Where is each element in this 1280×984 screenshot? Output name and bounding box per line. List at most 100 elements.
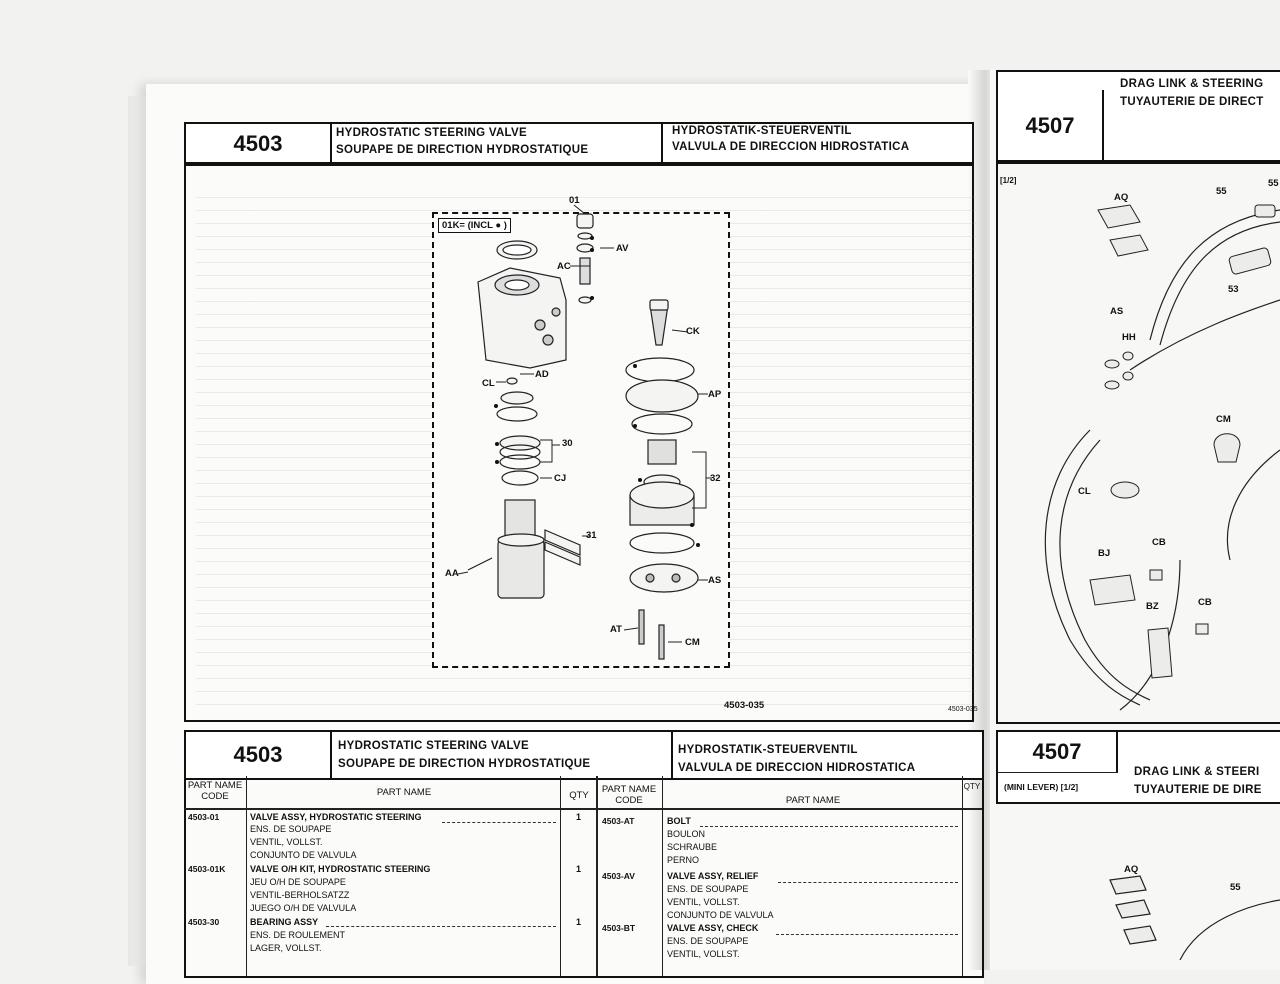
end-cap-as [629, 563, 699, 593]
col-divider [560, 776, 561, 976]
label-55: 55 [1230, 882, 1241, 893]
callout-32: 32 [710, 473, 721, 484]
label-as: AS [1110, 306, 1124, 317]
part-code: 4503-01K [188, 864, 226, 874]
label-bz: BZ [1146, 601, 1159, 612]
part-name-de: VENTIL, VOLLST. [250, 837, 323, 847]
callout-ap: AP [708, 389, 722, 400]
col-qty: QTY [569, 790, 589, 801]
callout-ac: AC [557, 261, 571, 272]
title-en: DRAG LINK & STEERING [1120, 78, 1264, 90]
label-55: 55 [1216, 186, 1227, 197]
diagram-ref: [1/2] [1000, 176, 1017, 185]
part-code: 4503-30 [188, 917, 220, 927]
table-header-rule [184, 808, 982, 810]
section-code: 4503 [186, 732, 332, 778]
label-53: 53 [1228, 284, 1239, 295]
page-edge [128, 96, 148, 966]
gear-32 [647, 439, 677, 465]
drag-link-diagram [1044, 204, 1280, 711]
diagram-box [184, 162, 974, 722]
callout-at: AT [610, 624, 622, 635]
callout-30: 30 [562, 438, 573, 449]
leader-dots [778, 882, 958, 883]
label-bj: BJ [1098, 548, 1111, 559]
part-qty: 1 [576, 864, 582, 874]
section-code: 4507 [998, 90, 1104, 162]
title-en: DRAG LINK & STEERI [1134, 766, 1260, 778]
part-name-fr: BOULON [667, 829, 706, 839]
label-cm: CM [1216, 414, 1231, 425]
right-bottom-header: 4507 DRAG LINK & STEERI TUYAUTERIE DE DI… [996, 730, 1280, 804]
part-name: VALVE ASSY, RELIEF [667, 871, 759, 881]
exploded-parts-diagram [457, 204, 712, 660]
fitting-55 [1254, 204, 1276, 218]
title-es: VALVULA DE DIRECCION HIDROSTATICA [678, 762, 916, 774]
leader-dots [442, 822, 556, 823]
col-qty: QTY [963, 782, 981, 791]
part-name: VALVE ASSY, HYDROSTATIC STEERING [250, 812, 422, 822]
part-name-de: VENTIL, VOLLST. [667, 949, 740, 959]
clamp-cl [1110, 481, 1140, 499]
title-fr: TUYAUTERIE DE DIRECT [1120, 96, 1264, 108]
part-name: VALVE ASSY, CHECK [667, 923, 759, 933]
part-name-es: JUEGO O/H DE VALVULA [250, 903, 357, 913]
plate-ap [625, 379, 699, 413]
label-hh: HH [1122, 332, 1136, 343]
col-divider [962, 776, 963, 976]
title-en: HYDROSTATIC STEERING VALVE [338, 740, 529, 752]
callout-01: 01 [569, 195, 580, 206]
section-code: 4507 [998, 732, 1118, 772]
leader-dots [326, 926, 556, 927]
part-code: 4503-AV [602, 871, 635, 881]
title-de: HYDROSTATIK-STEUERVENTIL [678, 744, 858, 756]
label-cl: CL [1078, 486, 1091, 497]
leader-dots [776, 934, 958, 935]
callout-as: AS [708, 575, 722, 586]
fitting-53 [1228, 247, 1272, 275]
callout-ck: CK [686, 326, 700, 337]
label-55b: 55 [1268, 178, 1279, 189]
ring-cl [506, 377, 518, 385]
callout-ad: AD [535, 369, 549, 380]
title-fr: SOUPAPE DE DIRECTION HYDROSTATIQUE [336, 144, 589, 156]
part-qty: 1 [576, 917, 582, 927]
part-name: VALVE O/H KIT, HYDROSTATIC STEERING [250, 864, 431, 874]
col-part-name: PART NAME [376, 787, 432, 798]
corner-figure-number: 4503-035 [948, 706, 978, 713]
col-part-name-code: PART NAME CODE [187, 780, 243, 802]
part-name-de: VENTIL, VOLLST. [667, 897, 740, 907]
part-code: 4503-01 [188, 812, 220, 822]
callout-31: 31 [586, 530, 597, 541]
part-name-es: CONJUNTO DE VALVULA [667, 910, 774, 920]
col-part-name-code: PART NAME CODE [601, 784, 657, 806]
title-en: HYDROSTATIC STEERING VALVE [336, 127, 527, 139]
title-de: HYDROSTATIK-STEUERVENTIL [672, 125, 852, 137]
part-name-fr: ENS. DE SOUPAPE [667, 936, 749, 946]
kit-label: 01K= (INCL ● ) [438, 218, 511, 233]
col-divider [596, 776, 598, 976]
callout-av: AV [616, 243, 629, 254]
title-fr: TUYAUTERIE DE DIRE [1134, 784, 1262, 796]
section-code: 4503 [186, 124, 332, 164]
col-part-name: PART NAME [785, 795, 841, 806]
label-cb-2: CB [1198, 597, 1212, 608]
bracket-bz [1147, 627, 1173, 679]
part-name: BOLT [667, 816, 691, 826]
ring-cj [501, 470, 539, 486]
label-cb: CB [1152, 537, 1166, 548]
part-name-de: SCHRAUBE [667, 842, 718, 852]
drag-link-mini-diagram [1109, 875, 1280, 960]
callout-cj: CJ [554, 473, 567, 484]
clamp-cm [1213, 433, 1241, 463]
callout-aa: AA [445, 568, 459, 579]
title-es: VALVULA DE DIRECCION HIDROSTATICA [672, 141, 910, 153]
part-code: 4503-BT [602, 923, 636, 933]
part-name-es: PERNO [667, 855, 700, 865]
col-divider [246, 776, 247, 976]
leader-dots [700, 826, 958, 827]
top-section-header: 4503 HYDROSTATIC STEERING VALVE SOUPAPE … [184, 122, 974, 166]
callout-cl: CL [482, 378, 495, 389]
part-name-fr: JEU O/H DE SOUPAPE [250, 877, 346, 887]
part-name-de: LAGER, VOLLST. [250, 943, 322, 953]
